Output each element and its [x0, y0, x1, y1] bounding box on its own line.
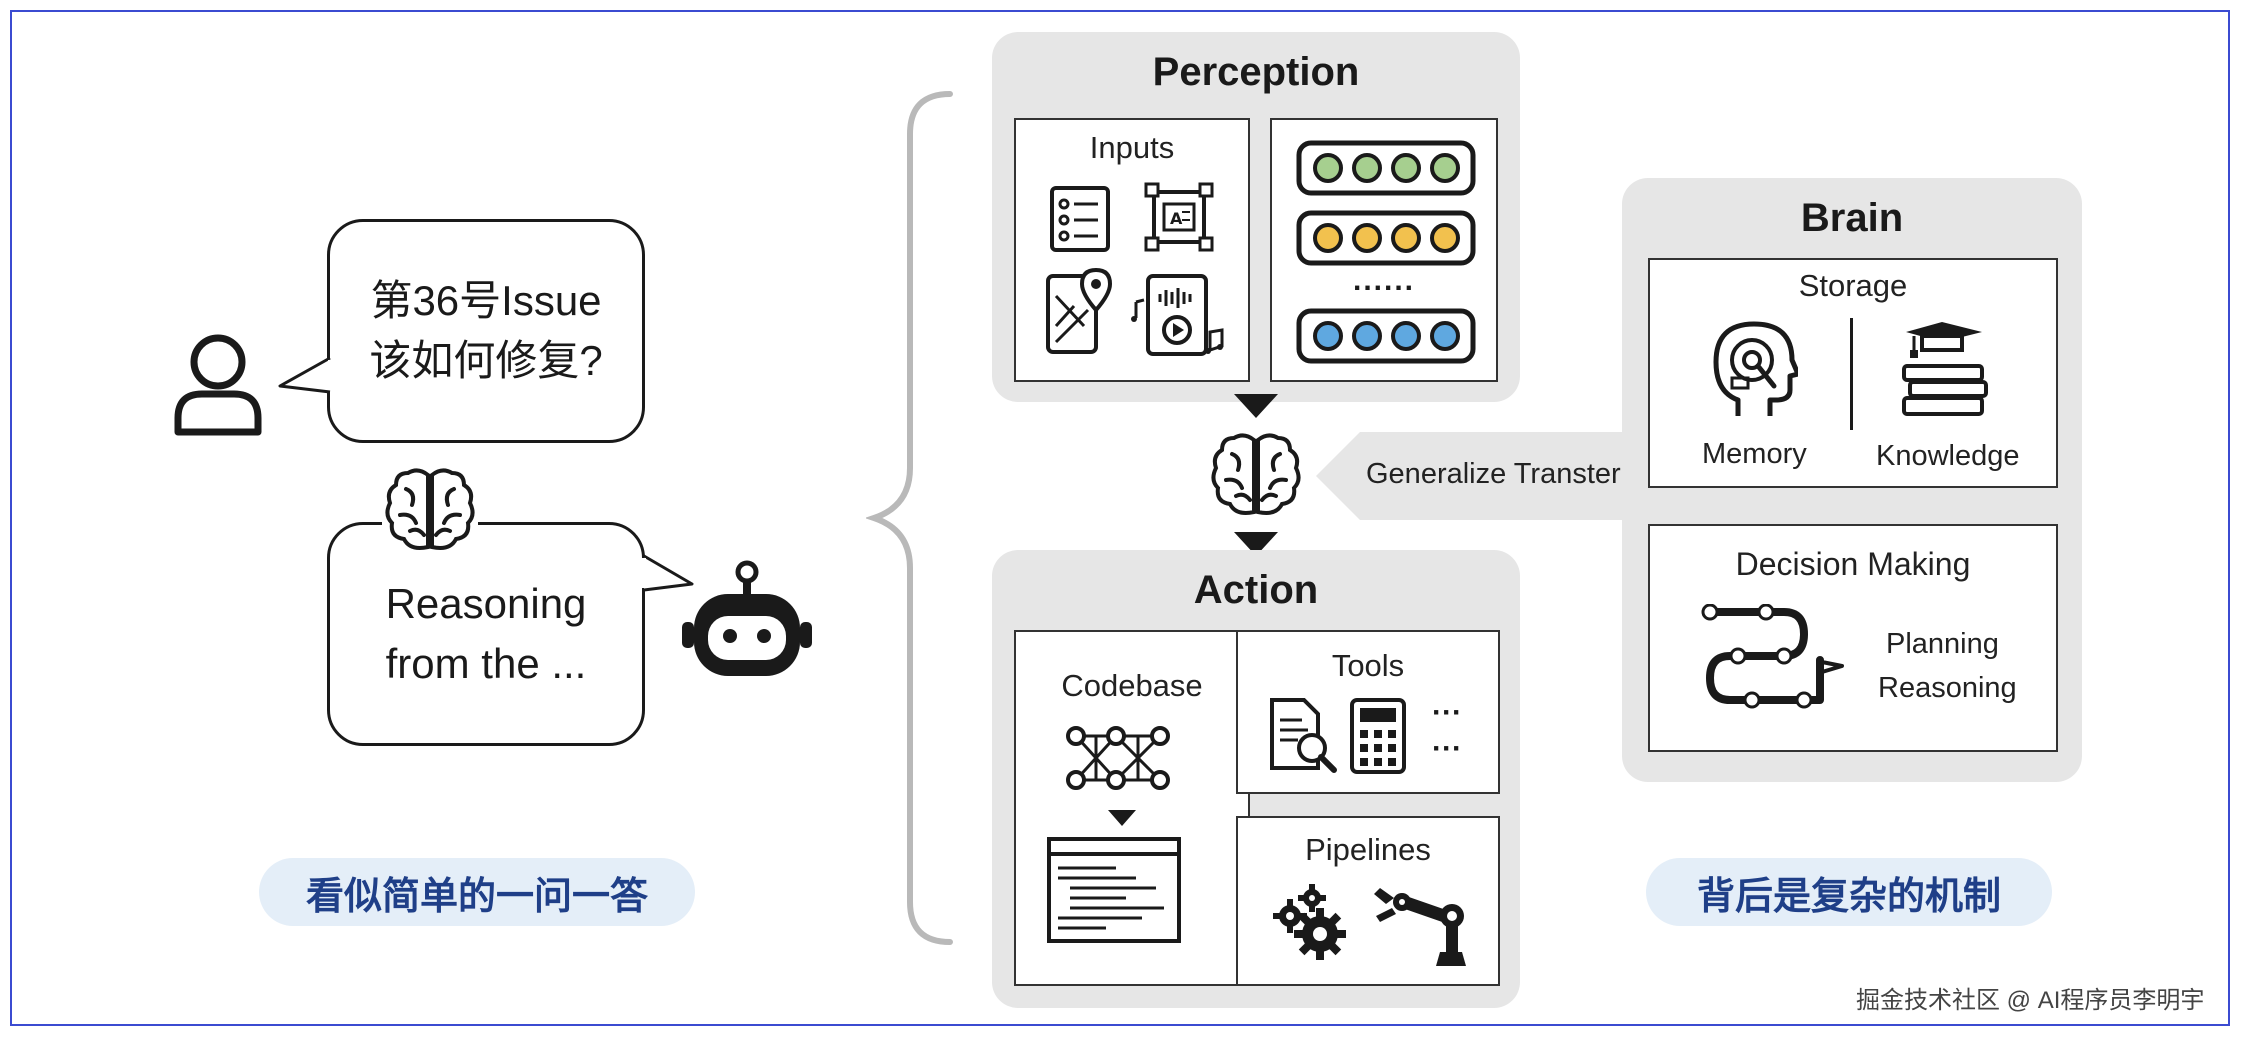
codebase-card: Codebase	[1014, 630, 1250, 986]
perception-title: Perception	[1152, 50, 1360, 94]
token-ellipsis: ......	[1352, 264, 1415, 297]
pipelines-card: Pipelines	[1236, 816, 1500, 986]
token-dot	[1313, 223, 1343, 253]
token-dot	[1430, 223, 1460, 253]
user-question-line1: 第36号Issue	[370, 277, 602, 324]
decision-making-card: Decision Making Planning Reasoning	[1648, 524, 2058, 752]
user-question-line2: 该如何修复?	[369, 337, 603, 384]
token-dot	[1391, 153, 1421, 183]
token-dot	[1430, 321, 1460, 351]
gears-icon	[1266, 880, 1350, 964]
token-row-frame	[1296, 308, 1476, 364]
neural-network-icon	[1064, 722, 1174, 796]
memory-label: Memory	[1702, 438, 1807, 470]
document-icon	[1048, 184, 1112, 254]
token-dot	[1352, 153, 1382, 183]
action-panel: Action Codebase	[992, 550, 1520, 1008]
knowledge-books-icon	[1896, 318, 1992, 422]
token-dot	[1391, 223, 1421, 253]
token-dot	[1352, 321, 1382, 351]
token-dot	[1313, 153, 1343, 183]
tools-title: Tools	[1331, 648, 1405, 683]
search-document-icon	[1268, 696, 1340, 776]
storage-divider	[1850, 318, 1853, 430]
diagram-frame	[10, 10, 2230, 1026]
user-icon	[172, 332, 264, 436]
token-row-3	[1296, 308, 1476, 364]
codebase-title: Codebase	[1061, 668, 1203, 703]
tokens-card: ......	[1270, 118, 1498, 382]
storage-card: Storage Memory Knowledge	[1648, 258, 2058, 488]
small-down-arrow	[1106, 808, 1138, 828]
token-dot	[1391, 321, 1421, 351]
text-recognition-icon: A	[1142, 180, 1216, 254]
map-location-icon	[1044, 266, 1118, 356]
pipelines-title: Pipelines	[1305, 832, 1431, 867]
inputs-title: Inputs	[1089, 130, 1175, 165]
down-arrow-2	[1232, 530, 1280, 558]
user-question-bubble: 第36号Issue 该如何修复?	[327, 219, 645, 443]
token-dot	[1313, 321, 1343, 351]
robot-icon	[680, 560, 814, 680]
left-caption: 看似简单的一问一答	[259, 858, 695, 926]
center-brain-icon	[1208, 430, 1304, 522]
media-player-icon	[1130, 272, 1226, 360]
inputs-card: Inputs A	[1014, 118, 1250, 382]
calculator-icon	[1348, 696, 1408, 776]
svg-text:A: A	[1170, 209, 1183, 228]
token-row-1	[1296, 140, 1476, 196]
reasoning-label: Reasoning	[1878, 672, 2017, 704]
knowledge-label: Knowledge	[1876, 440, 2020, 472]
agent-answer-line2: from the ...	[385, 640, 587, 687]
tools-ellipsis-1: ···	[1432, 696, 1462, 729]
token-dot	[1352, 223, 1382, 253]
agent-answer-line1: Reasoning	[385, 580, 587, 627]
code-editor-icon	[1046, 836, 1182, 944]
memory-head-icon	[1708, 316, 1798, 420]
brain-panel: Brain Storage Memory Kn	[1622, 178, 2082, 782]
decision-making-title: Decision Making	[1735, 546, 1971, 582]
token-row-frame	[1296, 140, 1476, 196]
agent-answer-bubble: Reasoning from the ...	[327, 522, 645, 746]
brain-icon	[382, 465, 478, 557]
agent-bubble-tail	[640, 550, 696, 600]
planning-label: Planning	[1886, 628, 1999, 660]
transfer-arrow	[1316, 432, 1646, 520]
token-row-2	[1296, 210, 1476, 266]
curly-brace	[866, 88, 966, 948]
transfer-label: Generalize Transter	[1366, 458, 1621, 490]
token-dot	[1430, 153, 1460, 183]
tools-ellipsis-2: ···	[1432, 732, 1462, 765]
robot-arm-icon	[1366, 882, 1476, 968]
down-arrow-1	[1232, 392, 1280, 420]
watermark: 掘金技术社区 @ AI程序员李明宇	[1856, 987, 2205, 1014]
user-bubble-tail	[278, 352, 334, 400]
brain-title: Brain	[1800, 196, 1904, 240]
storage-title: Storage	[1798, 268, 1908, 303]
perception-panel: Perception Inputs A	[992, 32, 1520, 402]
token-row-frame	[1296, 210, 1476, 266]
action-title: Action	[1193, 568, 1319, 612]
tools-card-inner: Tools ··· ···	[1236, 630, 1500, 794]
route-path-icon	[1700, 604, 1850, 716]
right-caption: 背后是复杂的机制	[1646, 858, 2052, 926]
